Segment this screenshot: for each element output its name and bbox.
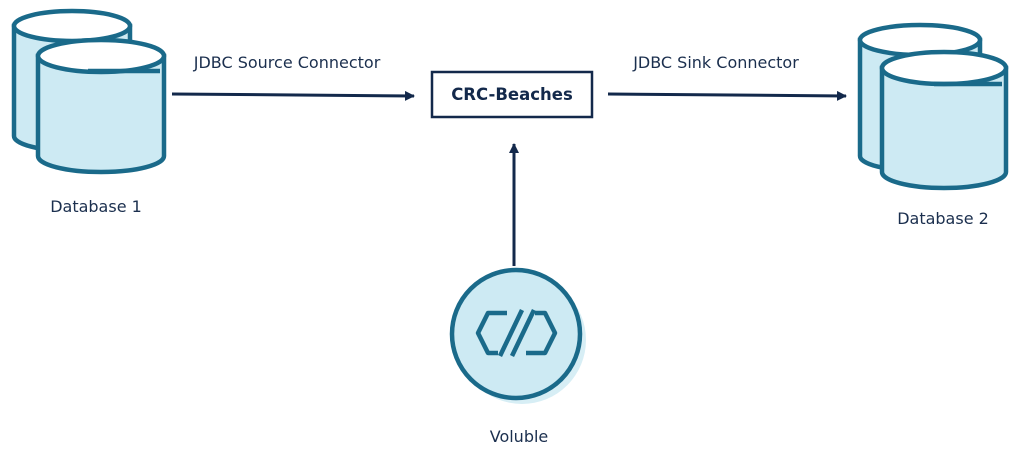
sink-connector-arrow (607, 90, 847, 101)
database-1-label: Database 1 (50, 197, 142, 216)
voluble-label: Voluble (490, 427, 549, 446)
topic-label: CRC-Beaches (451, 85, 573, 104)
source-connector-arrow (171, 90, 415, 101)
database-1-icon (11, 8, 167, 175)
voluble-icon (449, 267, 586, 404)
link-icon (475, 309, 558, 357)
sink-connector-label: JDBC Sink Connector (632, 53, 799, 72)
database-2-icon (857, 22, 1009, 191)
database-2-label: Database 2 (897, 209, 989, 228)
topic-box (430, 70, 594, 119)
source-connector-label: JDBC Source Connector (193, 53, 381, 72)
topic-node: CRC-Beaches (430, 70, 594, 119)
